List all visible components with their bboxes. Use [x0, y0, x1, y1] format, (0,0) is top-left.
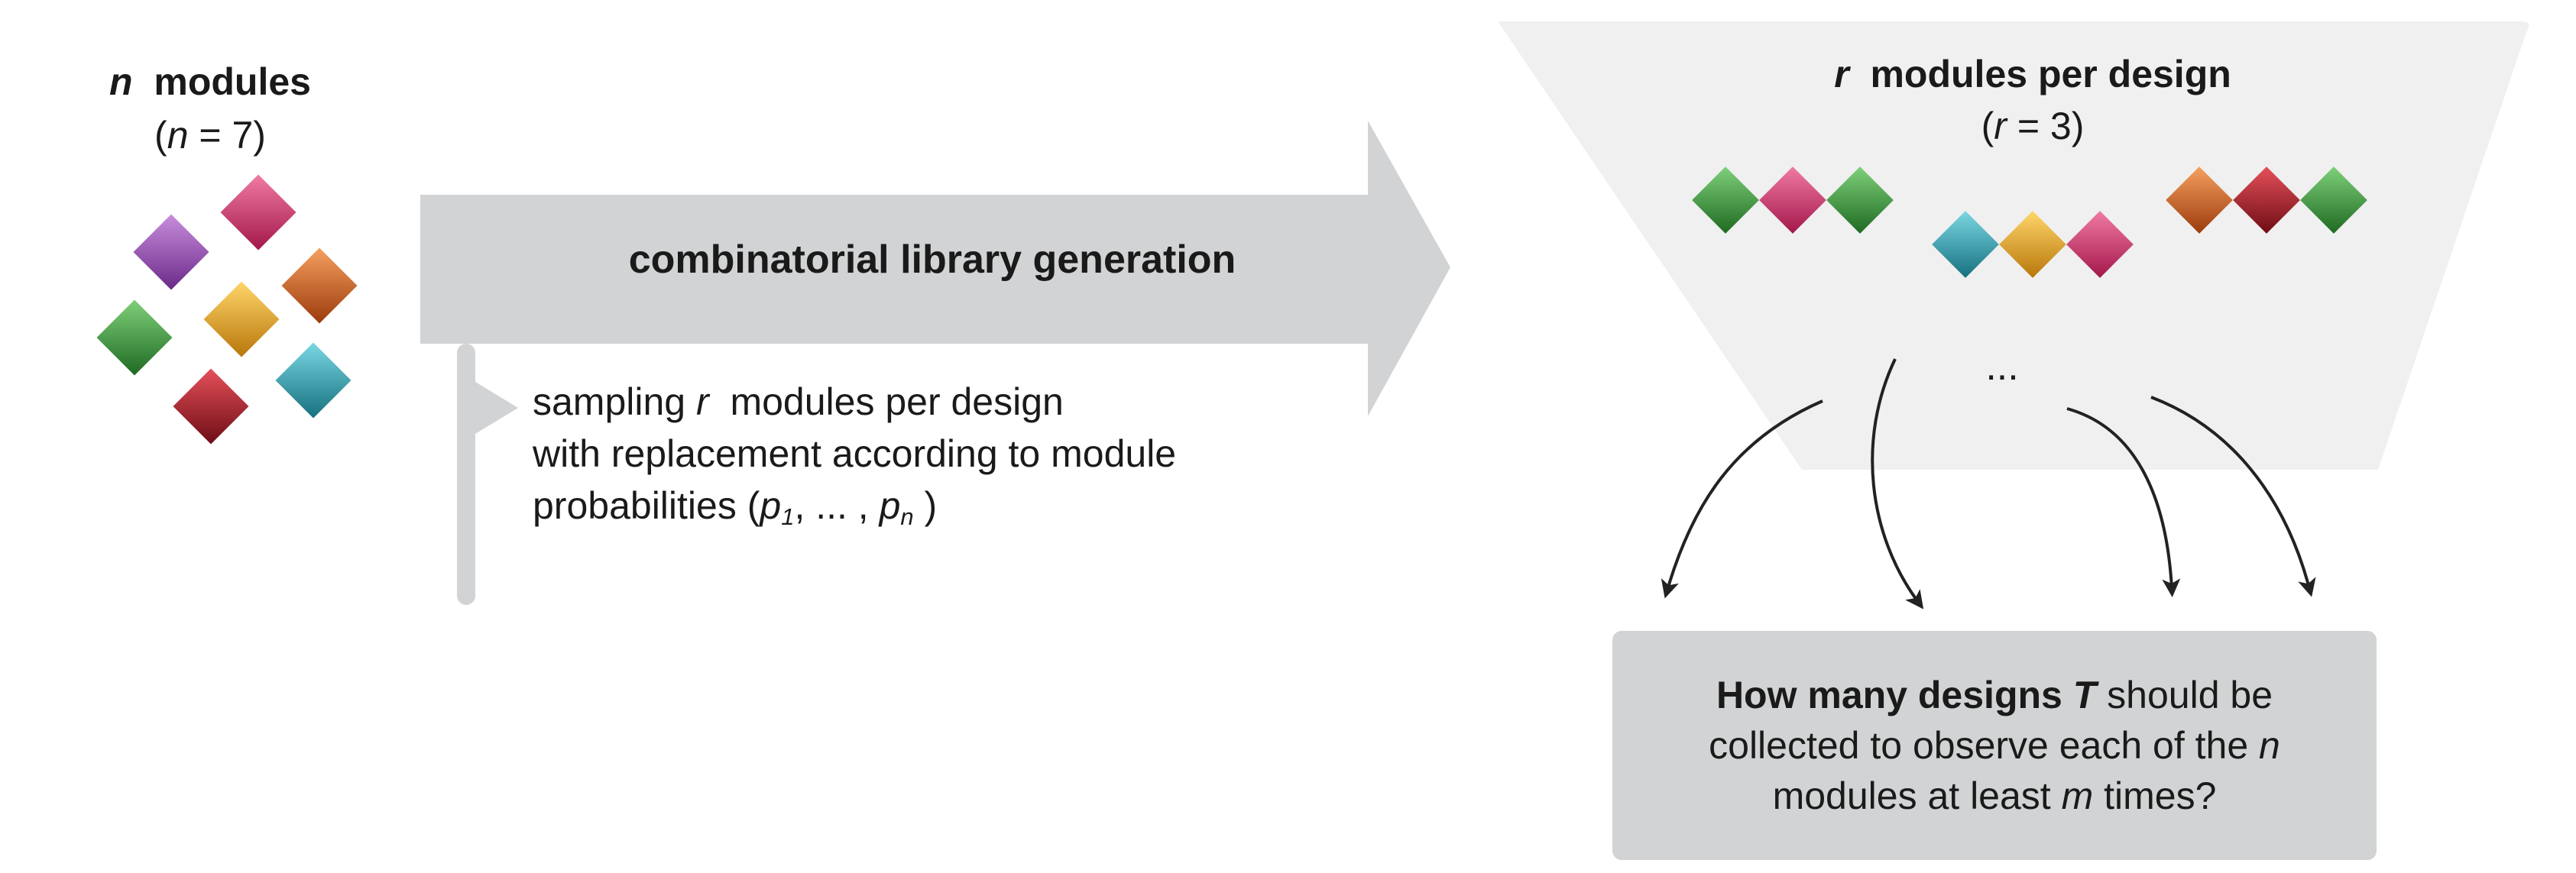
- generation-arrow-shape: [420, 121, 1450, 416]
- curved-arrow-4: [2150, 396, 2316, 597]
- modules-title-text: modules: [154, 60, 311, 103]
- modules-count: (n = 7): [31, 113, 390, 157]
- sampling-line3-pre: probabilities (: [533, 484, 760, 527]
- sampling-line-1: sampling r modules per design: [533, 376, 1176, 428]
- modules-count-text: = 7): [188, 114, 266, 157]
- p1-sub: 1: [781, 503, 795, 530]
- sampling-mid: , ... ,: [794, 484, 880, 527]
- designs-count-text: = 3): [2006, 105, 2085, 147]
- module-diamond-teal: [275, 342, 352, 419]
- generation-label: combinatorial library generation: [628, 238, 1236, 282]
- designs-count-open: (: [1981, 105, 1994, 147]
- module-diamond-purple: [133, 214, 209, 290]
- sampling-pole: [457, 344, 475, 605]
- sampling-line1-var: r: [696, 380, 709, 423]
- designs-title-text: modules per design: [1870, 53, 2231, 95]
- p1-var: p: [760, 484, 782, 527]
- question-line1-post: should be: [2096, 674, 2273, 716]
- sampling-note: sampling r modules per design with repla…: [533, 376, 1176, 543]
- sampling-line3-post: ): [913, 484, 938, 527]
- design-1: [1692, 167, 1894, 234]
- curved-arrow-3: [2066, 407, 2181, 597]
- question-box: How many designs T should be collected t…: [1612, 631, 2377, 860]
- sampling-flag: [475, 382, 518, 434]
- designs-title-var: r: [1834, 53, 1849, 95]
- question-line1-var: T: [2072, 674, 2097, 716]
- question-line3-post: times?: [2093, 774, 2217, 817]
- modules-title: n modules: [31, 60, 390, 104]
- module-diamond-green: [96, 299, 173, 376]
- pn-var: p: [879, 484, 901, 527]
- curved-arrow-2: [1871, 358, 1924, 609]
- design-2: [1932, 211, 2134, 278]
- designs-count-var: r: [1994, 105, 2007, 147]
- module-cluster: [96, 174, 358, 445]
- designs-ellipsis: ...: [1985, 344, 2019, 389]
- curved-arrow-1: [1661, 399, 1823, 599]
- module-diamond-crimson: [173, 368, 249, 445]
- sampling-arrows: [1661, 358, 2316, 609]
- module-diamond-orange: [281, 247, 358, 324]
- sampling-line1-pre: sampling: [533, 380, 696, 423]
- designs-count: (r = 3): [1727, 104, 2338, 148]
- module-diamond-magenta: [220, 174, 296, 251]
- question-line-2: collected to observe each of the n: [1709, 720, 2280, 771]
- question-line2-pre: collected to observe each of the: [1709, 724, 2260, 767]
- modules-count-open: (: [154, 114, 167, 157]
- design-3: [2166, 167, 2367, 234]
- sampling-line-2: with replacement according to module: [533, 432, 1177, 475]
- sampling-line-3: probabilities (p1, ... , pn ): [533, 480, 1176, 543]
- question-line3-var: m: [2061, 774, 2094, 817]
- question-line2-var: n: [2259, 724, 2280, 767]
- designs-title: r modules per design: [1727, 52, 2338, 96]
- pn-sub: n: [900, 503, 914, 530]
- question-line-3: modules at least m times?: [1773, 771, 2217, 821]
- modules-title-var: n: [109, 60, 133, 103]
- question-line3-pre: modules at least: [1772, 774, 2062, 817]
- question-line1-bold: How many designs: [1716, 674, 2073, 716]
- modules-count-var: n: [167, 114, 189, 157]
- module-diamond-gold: [203, 281, 280, 357]
- question-line-1: How many designs T should be: [1716, 670, 2273, 720]
- sampling-line1-post: modules per design: [719, 380, 1064, 423]
